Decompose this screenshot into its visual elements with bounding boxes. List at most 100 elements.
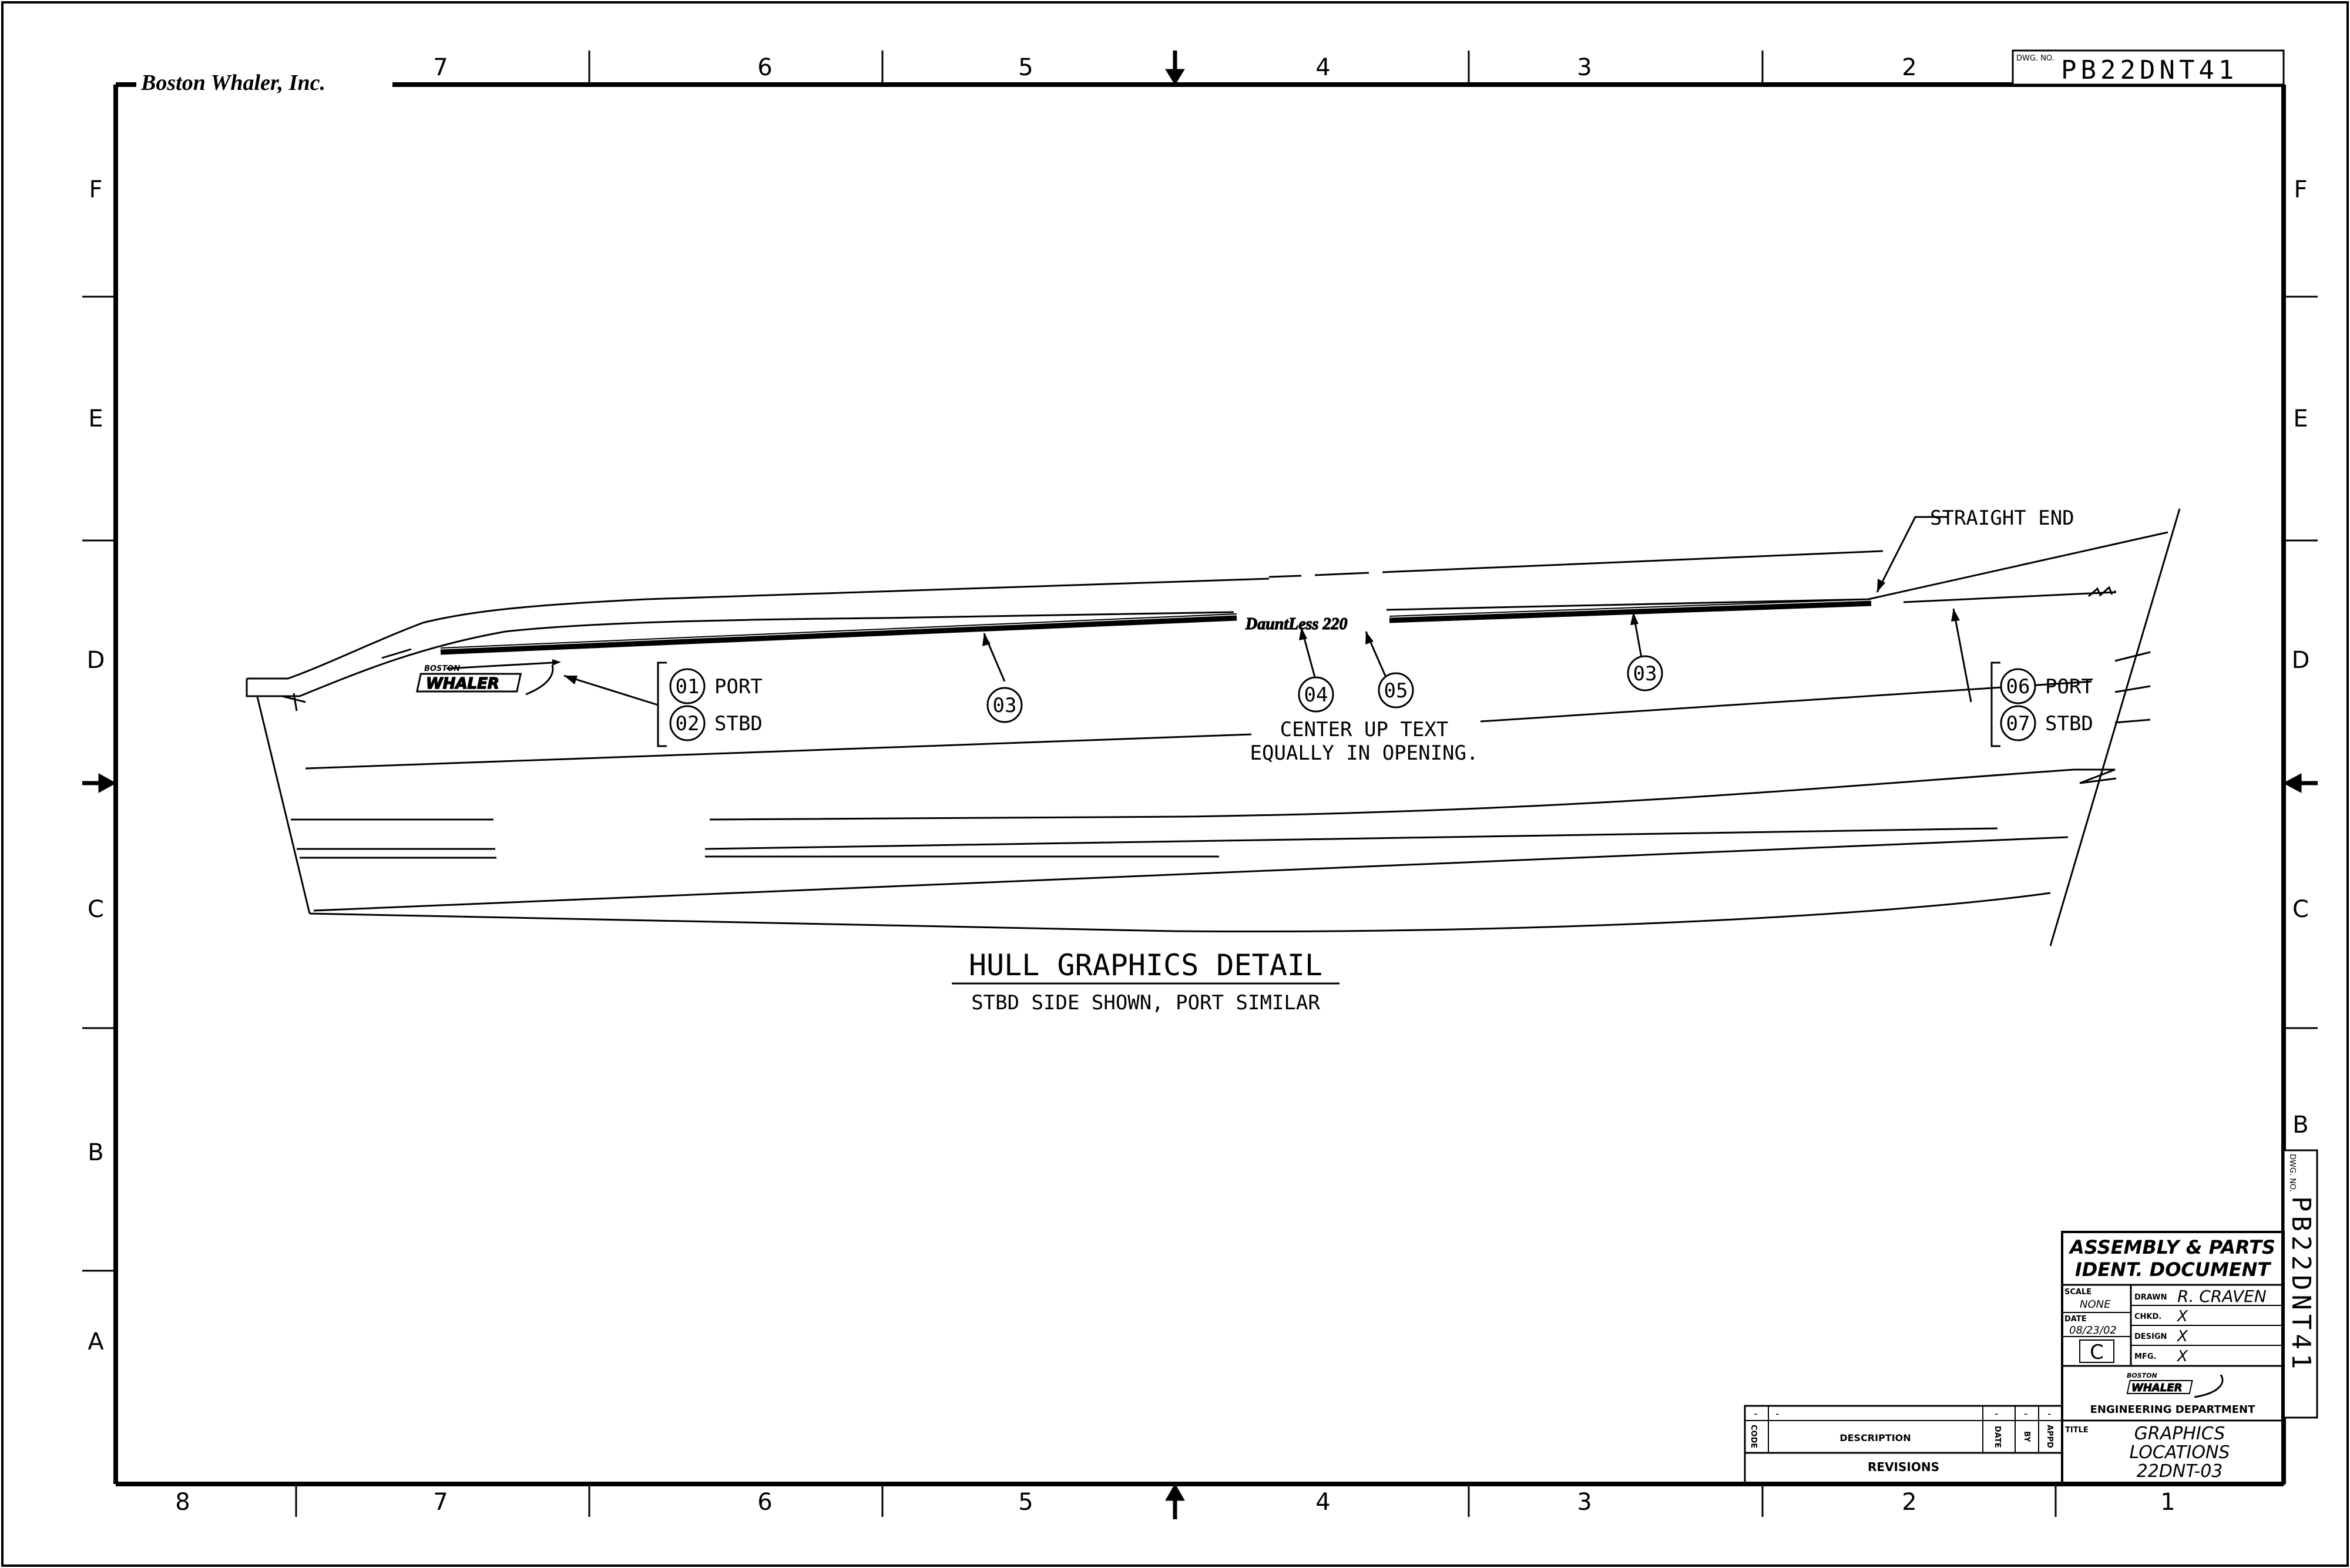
- drawing-frame: [113, 82, 2286, 1486]
- zone-label-bottom: 3: [1577, 1489, 1592, 1516]
- balloon-01: [669, 668, 706, 704]
- callout-07-text: 07: [2006, 712, 2030, 736]
- stripe-03-fwd: [1389, 600, 1872, 623]
- hull-stripes: [440, 599, 1872, 655]
- zone-label-left: C: [88, 896, 104, 923]
- scale-label: SCALE: [2064, 1288, 2092, 1297]
- title-line-3: 22DNT-03: [2137, 1461, 2223, 1482]
- code-label: CODE: [1749, 1425, 1758, 1448]
- zone-label-left: F: [89, 176, 102, 203]
- dwg-number-strip: DWG. NO. PB22DNT41: [2282, 1149, 2318, 1419]
- dwg-number: PB22DNT41: [2061, 55, 2238, 85]
- title-label: TITLE: [2065, 1426, 2089, 1435]
- boston-whaler-logo: BOSTON WHALER: [416, 659, 561, 696]
- zone-label-top: 6: [757, 54, 772, 81]
- balloon-06: [2000, 668, 2036, 704]
- balloon-03-fwd: [1627, 655, 1663, 691]
- engineering-department: ENGINEERING DEPARTMENT: [2090, 1404, 2255, 1416]
- mfg-value: X: [2176, 1348, 2188, 1365]
- drawn-label: DRAWN: [2134, 1293, 2167, 1302]
- balloon-02: [669, 705, 706, 741]
- description-label: DESCRIPTION: [1839, 1432, 1911, 1443]
- zone-label-left: D: [87, 647, 105, 674]
- straight-end-note: STRAIGHT END: [1930, 506, 2074, 530]
- stbd-label: STBD: [714, 712, 763, 736]
- center-note-line-1: CENTER UP TEXT: [1280, 718, 1449, 741]
- port-label: PORT: [2045, 675, 2093, 699]
- logo-small-text: BOSTON: [424, 664, 460, 673]
- revisions-block: [1744, 1405, 2063, 1485]
- zone-label-bottom: 6: [757, 1489, 772, 1516]
- zone-label-right: B: [2292, 1112, 2308, 1139]
- dwg-number: PB22DNT41: [2286, 1196, 2316, 1373]
- callout-04-text: 04: [1304, 683, 1328, 707]
- dept-logo-big: WHALER: [2131, 1382, 2182, 1394]
- chkd-label: CHKD.: [2134, 1312, 2161, 1321]
- balloon-03-aft: [986, 687, 1023, 723]
- scale-value: NONE: [2080, 1298, 2111, 1311]
- date-label: DATE: [2064, 1315, 2087, 1324]
- doc-type-line-2: IDENT. DOCUMENT: [2075, 1258, 2272, 1281]
- stripe-03-aft: [440, 615, 1237, 655]
- zone-label-right: D: [2292, 647, 2310, 674]
- revision-letter: C: [2090, 1341, 2104, 1364]
- callout-03-text: 03: [1633, 662, 1657, 686]
- zone-label-left: A: [88, 1328, 104, 1355]
- callout-06-text: 06: [2006, 675, 2030, 699]
- zone-label-bottom: 5: [1018, 1489, 1033, 1516]
- doc-type-line-1: ASSEMBLY & PARTS: [2068, 1236, 2275, 1258]
- date-label: DATE: [1993, 1426, 2002, 1448]
- dwg-no-label: DWG. NO.: [2016, 54, 2054, 63]
- stbd-label: STBD: [2045, 712, 2093, 736]
- model-logo-text: DauntLess 220: [1245, 615, 1347, 633]
- detail-subtitle: STBD SIDE SHOWN, PORT SIMILAR: [971, 991, 1320, 1015]
- hull-sheer-line: [247, 577, 1270, 680]
- rev-dash: -: [1775, 1408, 1780, 1420]
- zone-label-top: 3: [1577, 54, 1592, 81]
- zone-ticks: [82, 51, 2318, 1517]
- balloon-05: [1378, 672, 1414, 709]
- leader-arrowheads: [564, 579, 1960, 684]
- rev-dash: -: [1995, 1408, 1999, 1420]
- zone-label-left: E: [88, 405, 103, 432]
- hull-bow-line: [2049, 508, 2181, 946]
- revisions-label: REVISIONS: [1868, 1460, 1939, 1474]
- chkd-value: X: [2176, 1308, 2188, 1325]
- rev-dash: -: [1754, 1408, 1758, 1420]
- zone-label-bottom: 7: [433, 1489, 448, 1516]
- zone-label-right: F: [2294, 176, 2307, 203]
- zone-label-bottom: 2: [1902, 1489, 1916, 1516]
- balloon-04: [1298, 676, 1334, 713]
- centering-arrows: [82, 51, 2318, 1519]
- title-block: [2061, 1231, 2285, 1485]
- company-name: Boston Whaler, Inc.: [140, 70, 325, 95]
- title-line-1: GRAPHICS: [2134, 1423, 2225, 1444]
- design-value: X: [2176, 1328, 2188, 1345]
- zone-label-bottom: 8: [175, 1489, 190, 1516]
- callout-balloons: [669, 655, 2036, 741]
- hull-stern-line: [256, 696, 311, 914]
- design-label: DESIGN: [2134, 1332, 2167, 1341]
- zone-label-top: 4: [1315, 54, 1330, 81]
- drawn-value: R. CRAVEN: [2177, 1287, 2267, 1306]
- center-note-line-2: EQUALLY IN OPENING.: [1250, 741, 1479, 765]
- hull-drawing: [246, 508, 2181, 946]
- zone-label-right: C: [2292, 896, 2309, 923]
- balloon-07: [2000, 705, 2036, 741]
- brackets: [657, 662, 2000, 747]
- zone-label-top: 7: [433, 54, 448, 81]
- dwg-number-box: DWG. NO. PB22DNT41: [2012, 49, 2285, 86]
- zone-label-top: 2: [1902, 54, 1916, 81]
- by-label: BY: [2022, 1431, 2031, 1442]
- zone-label-right: E: [2293, 405, 2308, 432]
- hull-keel-line: [309, 892, 2051, 933]
- callout-03-text: 03: [993, 694, 1017, 717]
- detail-title: HULL GRAPHICS DETAIL: [969, 948, 1322, 982]
- rev-dash: -: [2024, 1408, 2028, 1420]
- title-line-2: LOCATIONS: [2130, 1442, 2230, 1463]
- dept-logo-small: BOSTON: [2127, 1372, 2157, 1379]
- callout-01-text: 01: [676, 675, 700, 699]
- zone-label-left: B: [88, 1139, 103, 1166]
